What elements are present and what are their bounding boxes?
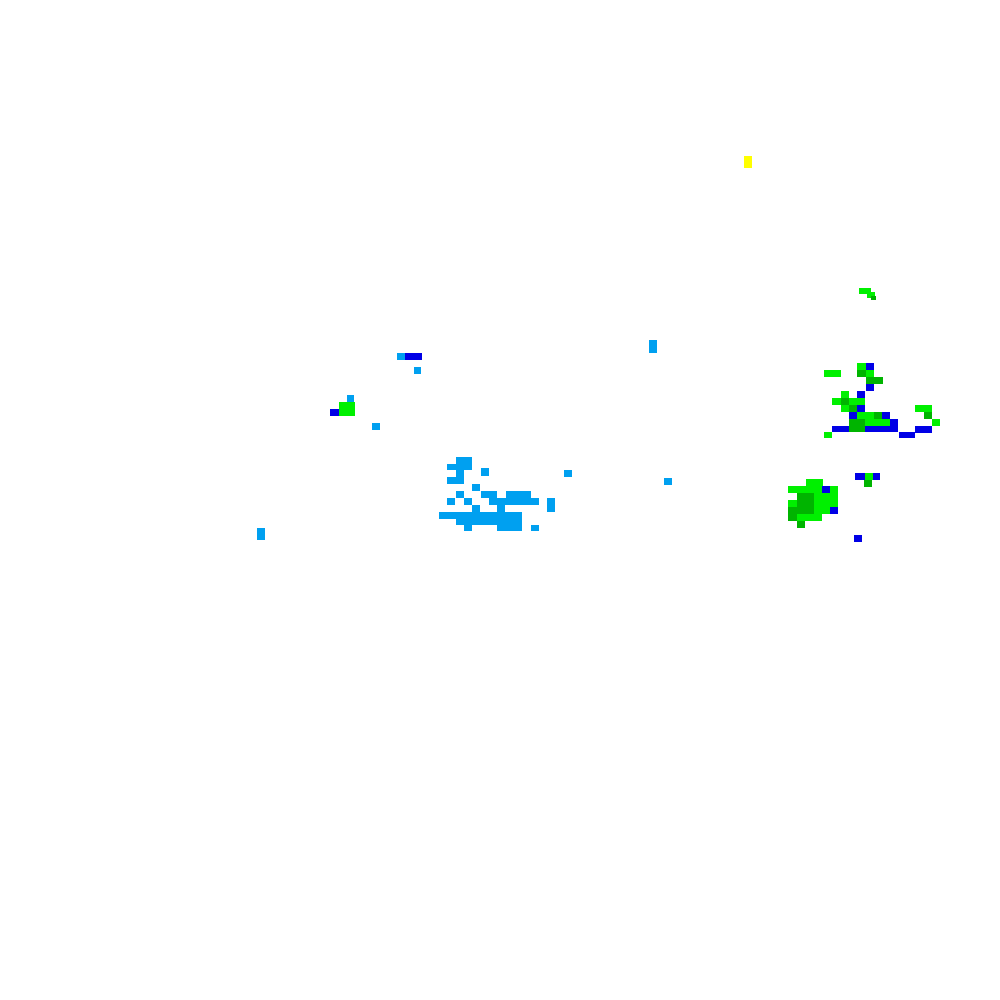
radar-echo-west-scattered bbox=[257, 340, 672, 540]
radar-echo-central-cluster bbox=[439, 457, 555, 531]
radar-echo-east-cluster bbox=[824, 288, 940, 542]
radar-echo-southeast-green-cell bbox=[788, 479, 838, 528]
radar-echo-north-yellow bbox=[744, 156, 752, 168]
